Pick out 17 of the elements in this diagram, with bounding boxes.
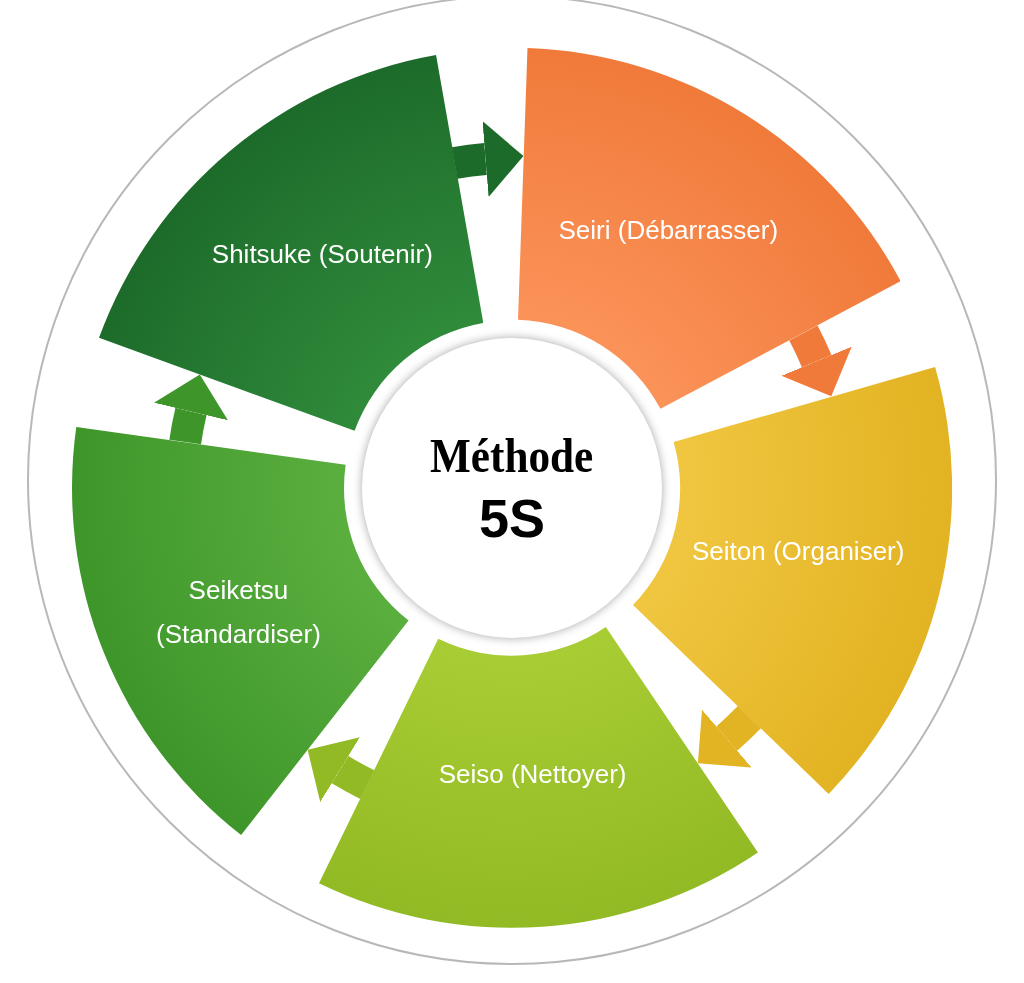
center-title: Méthode xyxy=(430,428,594,484)
cycle-segment xyxy=(632,366,952,794)
cycle-segment xyxy=(319,627,759,928)
cycle-segment xyxy=(72,426,409,835)
cycle-arrow xyxy=(153,374,229,445)
cycle-arrow xyxy=(452,121,524,197)
cycle-arrow xyxy=(698,706,761,768)
cycle-arrow xyxy=(307,737,375,803)
segment-label: Seiso (Nettoyer) xyxy=(438,758,627,792)
segment-label: Seiton (Organiser) xyxy=(692,535,905,569)
cycle-segment xyxy=(517,48,901,410)
cycle-segment xyxy=(98,54,483,431)
segment-label: Seiketsu (Standardiser) xyxy=(155,574,322,652)
cycle-arrow xyxy=(781,325,852,397)
segment-label: Shitsuke (Soutenir) xyxy=(211,238,433,271)
segment-label: Seiri (Débarrasser) xyxy=(558,213,779,247)
center-subtitle: 5S xyxy=(478,487,546,550)
